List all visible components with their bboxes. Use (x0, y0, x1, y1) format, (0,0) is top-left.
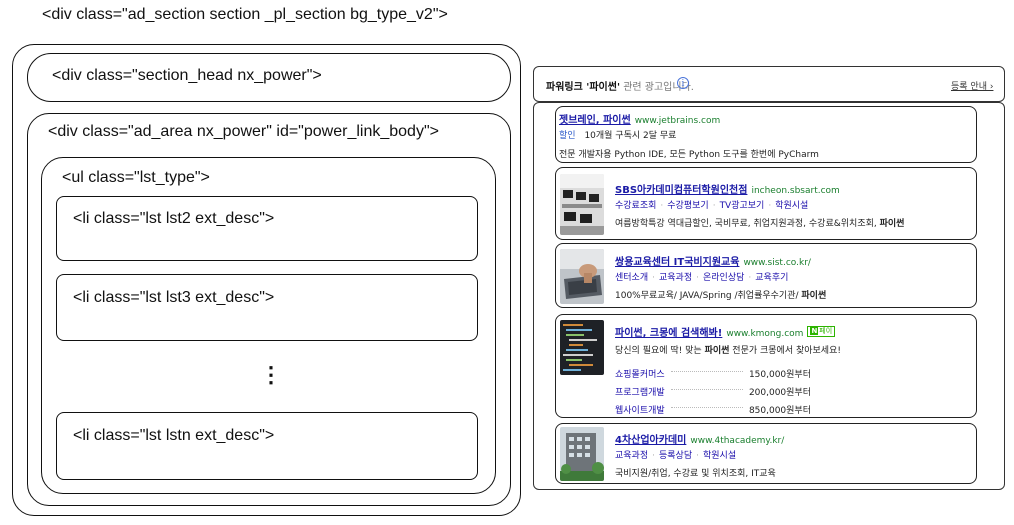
ad-2-desc-text: 여름방학특강 역대급할인, 국비무료, 취업지원과정, 수강료&위치조회, (615, 219, 880, 229)
section-head-label: <div class="section_head nx_power"> (52, 67, 322, 84)
powerlink-subtitle: 관련 광고입니다. (623, 82, 694, 93)
ul-label: <ul class="lst_type"> (62, 169, 210, 186)
price-row[interactable]: 프로그램개발 200,000원부터 (615, 382, 811, 400)
price-value: 850,000원부터 (748, 405, 811, 416)
ad-area-box: <div class="ad_area nx_power" id="power_… (27, 113, 511, 506)
ad-2-sitelinks: 수강료조회·수강평보기·TV광고보기·학원시설 (615, 201, 809, 211)
ad-4-price-list: 쇼핑몰커머스 150,000원부터 프로그램개발 200,000원부터 웹사이트개발… (615, 365, 811, 418)
ad-3-desc: 100%무료교육/ JAVA/Spring /취업률우수기관/ 파이썬 (615, 288, 826, 301)
li-label-n: <li class="lst lstn ext_desc"> (73, 427, 275, 444)
price-row[interactable]: 쇼핑몰커머스 150,000원부터 (615, 365, 811, 382)
ad-4-title[interactable]: 파이썬, 크몽에 검색해봐! (615, 328, 723, 339)
ad-area-label: <div class="ad_area nx_power" id="power_… (48, 123, 439, 140)
powerlink-title: 파워링크 '파이썬' (546, 82, 621, 93)
li-label-1: <li class="lst lst2 ext_desc"> (73, 210, 275, 227)
ul-box: <ul class="lst_type"> (41, 157, 496, 494)
ad-3-thumbnail[interactable] (560, 249, 604, 304)
section-head-box: <div class="section_head nx_power"> (27, 53, 511, 102)
ad-1-desc: 전문 개발자용 Python IDE, 모든 Python 도구를 한번에 Py… (559, 150, 819, 160)
price-value: 200,000원부터 (748, 387, 811, 398)
ad-5-title[interactable]: 4차산업아카데미 (615, 435, 687, 446)
ad-3-link-3[interactable]: 온라인상담 (703, 273, 745, 283)
ad-4-desc-pre: 당신의 필요에 딱! 맞는 (615, 346, 705, 356)
ad-2-thumbnail[interactable] (560, 174, 604, 235)
ad-4-url[interactable]: www.kmong.com (726, 329, 804, 339)
powerlink-header-title: 파워링크 '파이썬' 관련 광고입니다. (546, 78, 694, 93)
li-box-n: <li class="lst lstn ext_desc"> (56, 412, 478, 480)
price-label[interactable]: 프로그램개발 (615, 387, 665, 398)
li-box-1: <li class="lst lst2 ext_desc"> (56, 196, 478, 261)
ad-section-box (12, 44, 521, 516)
ad-2-title[interactable]: SBS아카데미컴퓨터학원인천점 (615, 185, 748, 196)
ad-1-title[interactable]: 젯브레인, 파이썬 (559, 115, 631, 126)
ad-3-link-2[interactable]: 교육과정 (659, 273, 693, 283)
li-label-2: <li class="lst lst3 ext_desc"> (73, 289, 275, 306)
npay-n-icon: N (810, 327, 819, 335)
ad-2-desc-keyword: 파이썬 (879, 219, 905, 229)
price-label[interactable]: 웹사이트개발 (615, 405, 665, 416)
price-value: 150,000원부터 (748, 370, 811, 380)
ad-3-url[interactable]: www.sist.co.kr/ (743, 258, 811, 268)
ad-2-link-1[interactable]: 수강료조회 (615, 201, 657, 211)
ad-5-thumbnail[interactable] (560, 427, 604, 481)
ad-5-desc: 국비지원/취업, 수강료 및 위치조회, IT교육 (615, 469, 776, 479)
ad-4-desc-keyword: 파이썬 (704, 346, 730, 356)
register-guide-link[interactable]: 등록 안내 › (951, 82, 994, 92)
ad-3-desc-keyword: 파이썬 (801, 291, 827, 301)
ad-5-link-1[interactable]: 교육과정 (615, 451, 649, 461)
npay-badge-text: 페이 (819, 327, 833, 335)
price-row[interactable]: 웹사이트개발 850,000원부터 (615, 400, 811, 418)
ad-3-link-1[interactable]: 센터소개 (615, 273, 649, 283)
ellipsis-vertical: ⋮ (260, 362, 282, 387)
ad-1-tag-text: 10개월 구독시 2달 무료 (584, 131, 677, 141)
ad-5-sitelinks: 교육과정·등록상담·학원시설 (615, 451, 737, 461)
ad-5-link-2[interactable]: 등록상담 (659, 451, 693, 461)
ad-2-link-2[interactable]: 수강평보기 (667, 201, 709, 211)
ad-5-url[interactable]: www.4thacademy.kr/ (690, 436, 785, 446)
powerlink-header: 파워링크 '파이썬' 관련 광고입니다. i 등록 안내 › (533, 66, 1005, 102)
ad-5-link-3[interactable]: 학원시설 (703, 451, 737, 461)
ad-1-url[interactable]: www.jetbrains.com (634, 116, 721, 126)
li-box-2: <li class="lst lst3 ext_desc"> (56, 274, 478, 341)
ad-1-tag: 할인 (559, 131, 576, 141)
ad-2-link-3[interactable]: TV광고보기 (719, 201, 765, 211)
diagram-top-label: <div class="ad_section section _pl_secti… (42, 6, 448, 23)
ad-2-link-4[interactable]: 학원시설 (775, 201, 809, 211)
ad-3-desc-text: 100%무료교육/ JAVA/Spring /취업률우수기관/ (615, 291, 802, 301)
ad-2-desc: 여름방학특강 역대급할인, 국비무료, 취업지원과정, 수강료&위치조회, 파이… (615, 216, 904, 229)
price-label[interactable]: 쇼핑몰커머스 (615, 370, 665, 380)
ad-4-thumbnail[interactable] (560, 320, 604, 375)
info-icon[interactable]: i (677, 77, 689, 89)
ad-3-title[interactable]: 쌍용교육센터 IT국비지원교육 (615, 257, 740, 268)
ad-2-url[interactable]: incheon.sbsart.com (751, 186, 840, 196)
ad-4-desc: 당신의 필요에 딱! 맞는 파이썬 전문가 크몽에서 찾아보세요! (615, 343, 841, 356)
ad-3-sitelinks: 센터소개·교육과정·온라인상담·교육후기 (615, 273, 789, 283)
ad-3-link-4[interactable]: 교육후기 (755, 273, 789, 283)
ad-4-desc-post: 전문가 크몽에서 찾아보세요! (729, 346, 841, 356)
